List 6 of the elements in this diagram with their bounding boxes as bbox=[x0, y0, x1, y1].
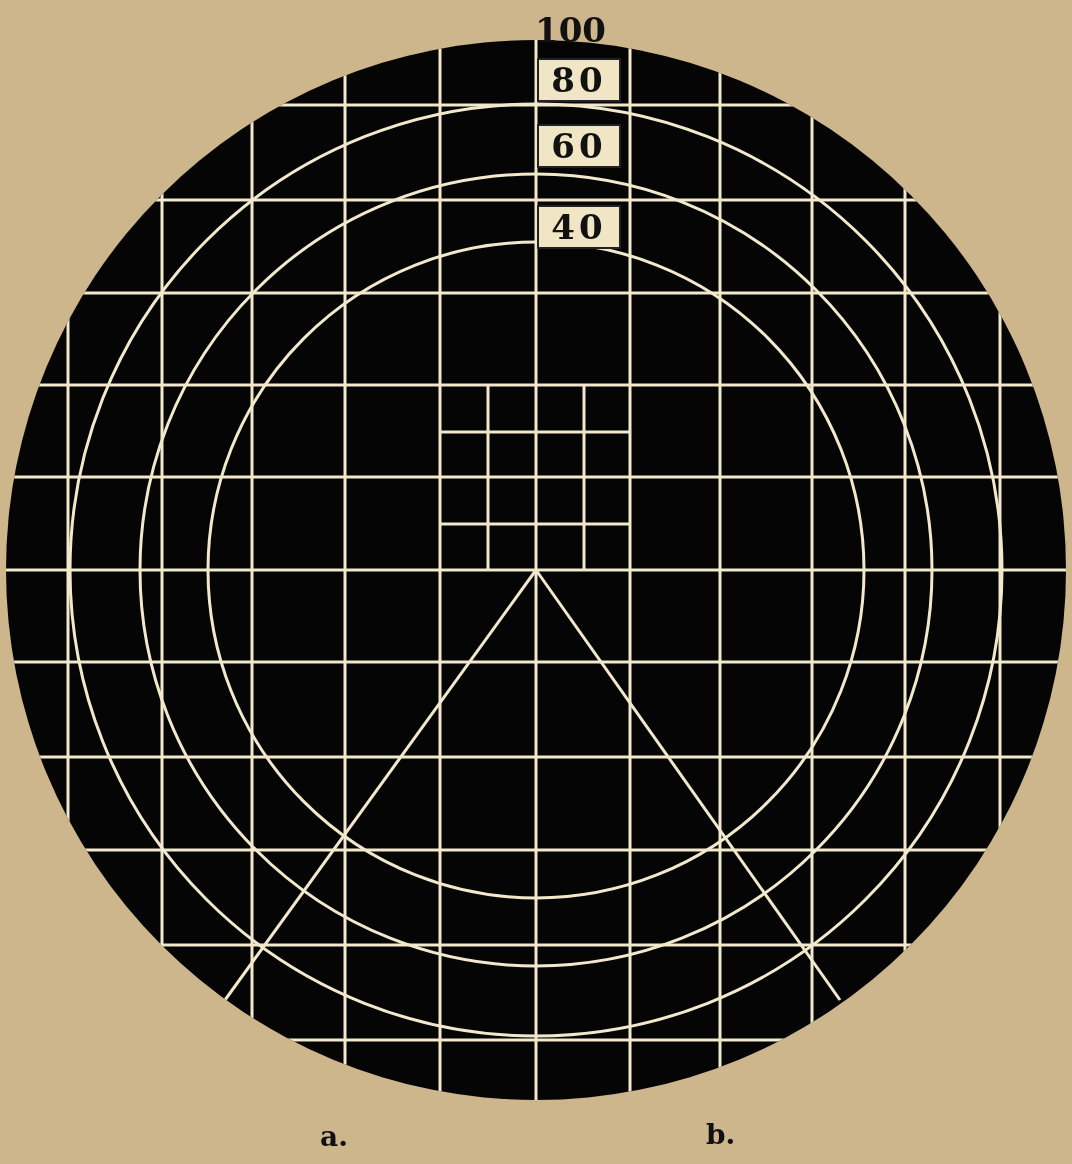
scale-number: 100 bbox=[535, 10, 606, 50]
scale-number: 80 bbox=[537, 58, 621, 102]
scale-number: 60 bbox=[537, 124, 621, 168]
figure-label: a. bbox=[320, 1120, 348, 1153]
scale-number: 40 bbox=[537, 205, 621, 249]
figure-label: b. bbox=[706, 1118, 736, 1151]
